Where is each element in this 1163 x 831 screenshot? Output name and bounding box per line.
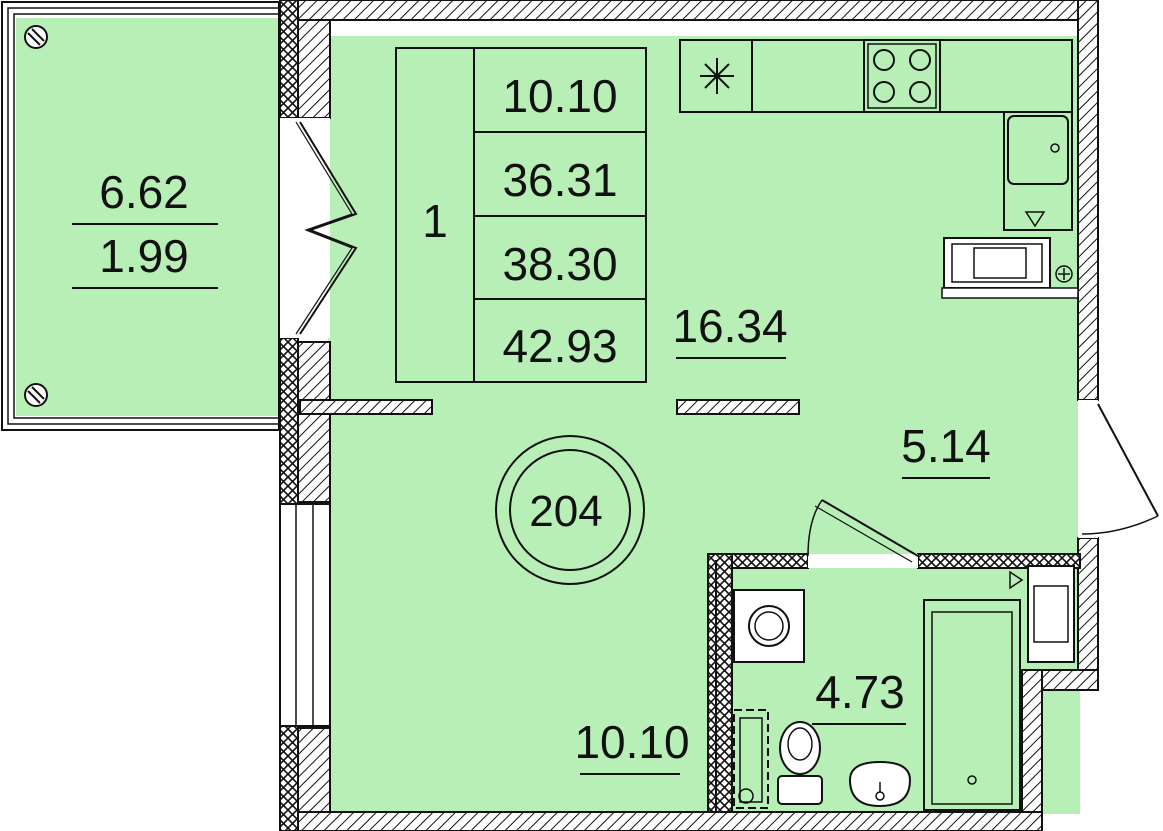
toilet-icon (777, 721, 823, 805)
column-c (279, 725, 299, 831)
bathtub-icon (923, 599, 1021, 811)
balcony-labels: 6.62 1.99 (72, 166, 218, 289)
anchor-bolt-icon (24, 25, 48, 49)
wall-right-upper (1077, 0, 1099, 401)
column-b (279, 337, 299, 505)
wall-left-b (295, 341, 331, 503)
kitchen-living-area: 16.34 (672, 300, 787, 352)
area-summary-table: 1 10.10 36.31 38.30 42.93 (395, 47, 647, 383)
balcony-door (280, 118, 358, 338)
hallway-area: 5.14 (901, 420, 991, 472)
summary-total-full: 42.93 (502, 320, 617, 372)
bathroom-area: 4.73 (815, 666, 905, 718)
bathroom-door (807, 499, 919, 568)
living-room-area: 10.10 (574, 716, 689, 768)
kitchen-counter (679, 39, 1073, 231)
summary-total-area: 36.31 (502, 154, 617, 206)
wall-bottom (295, 811, 1043, 831)
fridge-icon (700, 58, 734, 94)
floor-fills (16, 18, 1080, 814)
rooms-count: 1 (422, 195, 448, 247)
balcony-floor (16, 18, 278, 416)
balcony-frame-inner2 (13, 13, 280, 419)
balcony (1, 1, 280, 431)
anchor-bolt-icon (24, 383, 48, 407)
summary-living-area: 10.10 (502, 70, 617, 122)
washing-machine-icon (733, 589, 805, 663)
window-left (279, 503, 331, 727)
apartment-number: 204 (529, 487, 602, 536)
walls (279, 0, 1099, 831)
stove-icon (867, 43, 937, 109)
partition-mid (676, 399, 800, 415)
wall-left-c (295, 727, 331, 813)
apartment-number-badge: 204 (495, 435, 645, 585)
entrance-door (1078, 400, 1159, 538)
wall-right-bottom (1021, 669, 1043, 831)
balcony-reduced-area: 1.99 (99, 230, 189, 282)
wall-top (295, 0, 1099, 21)
water-heater-icon (941, 237, 1079, 299)
column-a (279, 0, 299, 119)
bath-wall-left (707, 553, 733, 813)
washbasin-icon (848, 760, 912, 808)
balcony-area: 6.62 (99, 166, 189, 218)
summary-total-with-balcony: 38.30 (502, 238, 617, 290)
wall-left-a (295, 19, 331, 119)
kitchen-sink-icon (1007, 115, 1069, 228)
partition-left (299, 399, 433, 415)
radiator-icon (1009, 565, 1075, 663)
shaft-icon (733, 709, 769, 809)
